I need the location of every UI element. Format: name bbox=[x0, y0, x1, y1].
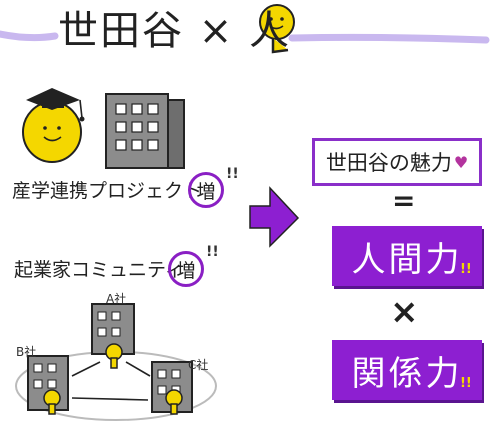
human-power-box: 人間力 bbox=[332, 226, 482, 286]
increase-badge: 増 bbox=[188, 172, 224, 208]
right-arrow-icon bbox=[249, 186, 300, 248]
company-c-label: C社 bbox=[188, 358, 209, 372]
building-a-icon bbox=[91, 303, 135, 369]
building-b-icon bbox=[27, 355, 69, 415]
company-a-label: A社 bbox=[106, 292, 127, 306]
exclamation-mark: !! bbox=[226, 166, 239, 182]
equals-sign: = bbox=[392, 184, 416, 217]
title-character-icon bbox=[259, 4, 295, 54]
entrepreneur-community-label: 起業家コミュニティ bbox=[14, 259, 184, 281]
setagaya-charm-box: 世田谷の魅力 ♥ bbox=[312, 138, 482, 186]
connection-arrows bbox=[71, 361, 151, 401]
company-network bbox=[15, 303, 217, 421]
company-b-label: B社 bbox=[16, 345, 37, 359]
increase-badge: 増 bbox=[168, 251, 204, 287]
building-c-icon bbox=[151, 361, 193, 415]
exclamation-mark: !! bbox=[206, 244, 219, 260]
title-underline-left bbox=[0, 30, 59, 42]
human-power-text: 人間力 bbox=[351, 239, 463, 280]
relationship-power-text: 関係力 bbox=[351, 353, 463, 394]
exclamation-mark: !! bbox=[460, 262, 472, 277]
multiply-sign: × bbox=[390, 292, 419, 332]
industry-academia-label: 産学連携プロジェクト bbox=[12, 180, 203, 202]
university-building-icon bbox=[105, 93, 185, 169]
title-underline-right bbox=[288, 33, 490, 44]
page-title: 世田谷 × 人 bbox=[58, 8, 291, 54]
exclamation-mark: !! bbox=[460, 376, 472, 391]
relationship-power-box: 関係力 bbox=[332, 340, 482, 400]
graduate-character-icon bbox=[22, 88, 85, 163]
heart-icon: ♥ bbox=[453, 152, 469, 172]
setagaya-charm-text: 世田谷の魅力 bbox=[325, 151, 452, 175]
